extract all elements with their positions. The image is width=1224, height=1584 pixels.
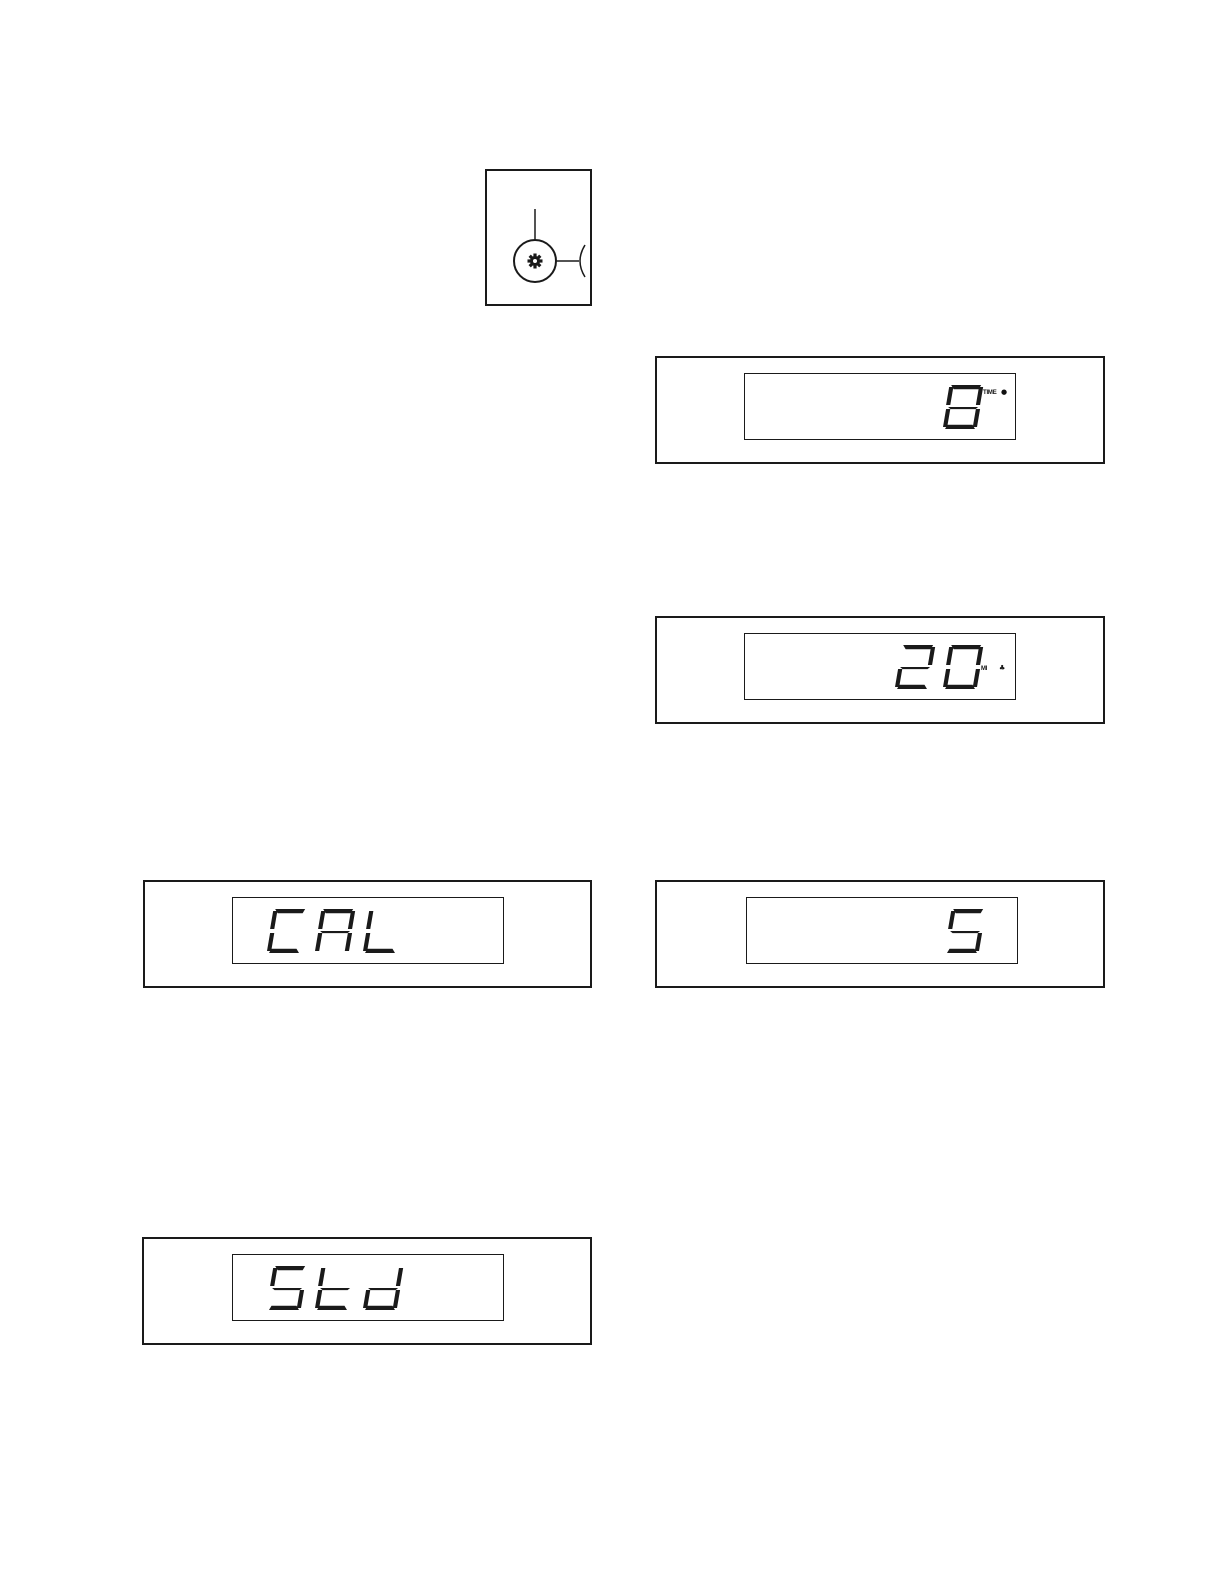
segment-f (366, 911, 373, 929)
gear-icon (528, 254, 543, 269)
segment-c (345, 933, 352, 951)
runner-icon: ♣ (999, 664, 1005, 672)
key-figure (485, 169, 592, 306)
lcd-char-0 (943, 645, 983, 689)
segment-b (976, 647, 983, 665)
display-panel-cal (143, 880, 592, 988)
segment-e (895, 669, 902, 687)
segment-f (270, 1268, 277, 1286)
segment-e (363, 1290, 370, 1308)
display-panel-5 (655, 880, 1105, 988)
segment-d (945, 685, 975, 689)
segment-e (267, 933, 274, 951)
lcd-char-5 (947, 909, 983, 953)
lcd-digits (745, 634, 1015, 699)
segment-b (396, 1268, 403, 1286)
time-label: TIME (983, 390, 997, 396)
segment-a (275, 1266, 305, 1270)
lcd-screen (232, 897, 504, 964)
lcd-char-t (315, 1268, 350, 1310)
segment-g (320, 1288, 350, 1290)
segment-d (365, 949, 395, 953)
lcd-digits (233, 898, 503, 963)
segment-d (269, 949, 299, 953)
segment-g (368, 1288, 398, 1290)
segment-f (318, 1268, 325, 1286)
lcd-char-2 (895, 645, 935, 689)
segment-e (363, 933, 370, 951)
segment-c (297, 1290, 304, 1308)
lcd-char-S (269, 1266, 305, 1310)
lcd-char-8 (943, 385, 983, 429)
segment-a (275, 909, 305, 913)
segment-g (900, 667, 930, 669)
lcd-screen (746, 897, 1018, 964)
segment-a (951, 385, 981, 389)
segment-f (318, 911, 325, 929)
display-panel-speed: MI ♣ (655, 616, 1105, 724)
segment-a (323, 909, 353, 913)
clock-icon: ● (1001, 388, 1007, 396)
segment-a (953, 909, 983, 913)
segment-f (948, 911, 955, 929)
segment-f (270, 911, 277, 929)
lcd-char-L (363, 911, 395, 953)
segment-a (903, 645, 933, 649)
segment-e (943, 409, 950, 427)
key-figure-drawing (487, 171, 590, 304)
lcd-digits (745, 374, 1015, 439)
segment-a (951, 645, 981, 649)
lcd-screen: TIME ● (744, 373, 1016, 440)
segment-c (975, 933, 982, 951)
lcd-char-C (267, 909, 305, 953)
segment-d (947, 949, 977, 953)
segment-f (946, 647, 953, 665)
segment-f (946, 387, 953, 405)
segment-d (317, 1306, 347, 1310)
lcd-char-d (363, 1268, 403, 1310)
segment-g (948, 407, 978, 409)
display-panel-std (142, 1237, 592, 1345)
lcd-screen: MI ♣ (744, 633, 1016, 700)
segment-d (365, 1306, 395, 1310)
segment-g (272, 1288, 302, 1290)
segment-c (973, 669, 980, 687)
segment-c (393, 1290, 400, 1308)
lcd-digits (747, 898, 1017, 963)
lcd-digits (233, 1255, 503, 1320)
segment-d (897, 685, 927, 689)
segment-d (269, 1306, 299, 1310)
lcd-char-A (315, 909, 355, 951)
segment-e (315, 933, 322, 951)
display-panel-time: TIME ● (655, 356, 1105, 464)
segment-c (973, 409, 980, 427)
segment-e (943, 669, 950, 687)
segment-d (945, 425, 975, 429)
segment-b (928, 647, 935, 665)
segment-g (950, 931, 980, 933)
mi-label: MI (981, 666, 987, 672)
segment-g (320, 931, 350, 933)
lcd-screen (232, 1254, 504, 1321)
segment-e (315, 1290, 322, 1308)
segment-b (348, 911, 355, 929)
